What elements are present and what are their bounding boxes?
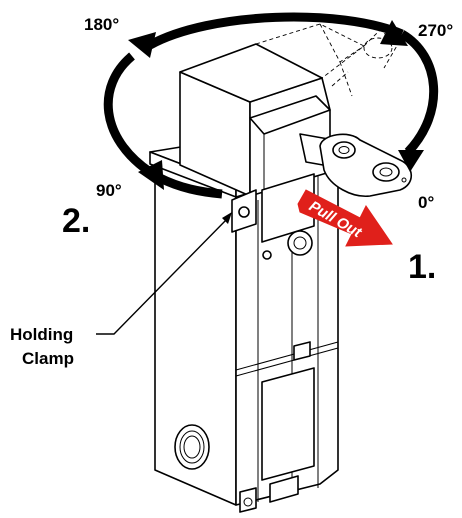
angle-label-270: 270° [418, 21, 453, 40]
actuator-arm [299, 133, 413, 197]
arrowhead-180 [128, 32, 156, 58]
rotation-arrows [103, 12, 439, 199]
pull-out-arrow-shape [297, 189, 393, 247]
step-label-2: 2. [62, 202, 90, 240]
rotation-arc-top [147, 12, 404, 49]
rotation-arc-bottom [157, 173, 223, 199]
angle-label-0: 0° [418, 193, 434, 212]
angle-label-90: 90° [96, 181, 122, 200]
arrowhead-90 [138, 160, 164, 190]
actuator-head [149, 43, 331, 256]
holding-clamp-label-line2: Clamp [22, 349, 74, 368]
holding-clamp-leader [96, 217, 229, 335]
arrowhead-0 [398, 150, 424, 172]
switch-body [154, 159, 339, 513]
step-label-1: 1. [408, 248, 436, 286]
holding-clamp-leader-arrowhead [222, 212, 232, 224]
arrowhead-270 [380, 20, 408, 46]
rotated-head-ghost [255, 23, 399, 97]
rotation-arc-left [103, 52, 153, 176]
angle-label-180: 180° [84, 15, 119, 34]
rotation-arc-right [399, 30, 439, 156]
holding-clamp-label-line1: Holding [10, 325, 73, 344]
